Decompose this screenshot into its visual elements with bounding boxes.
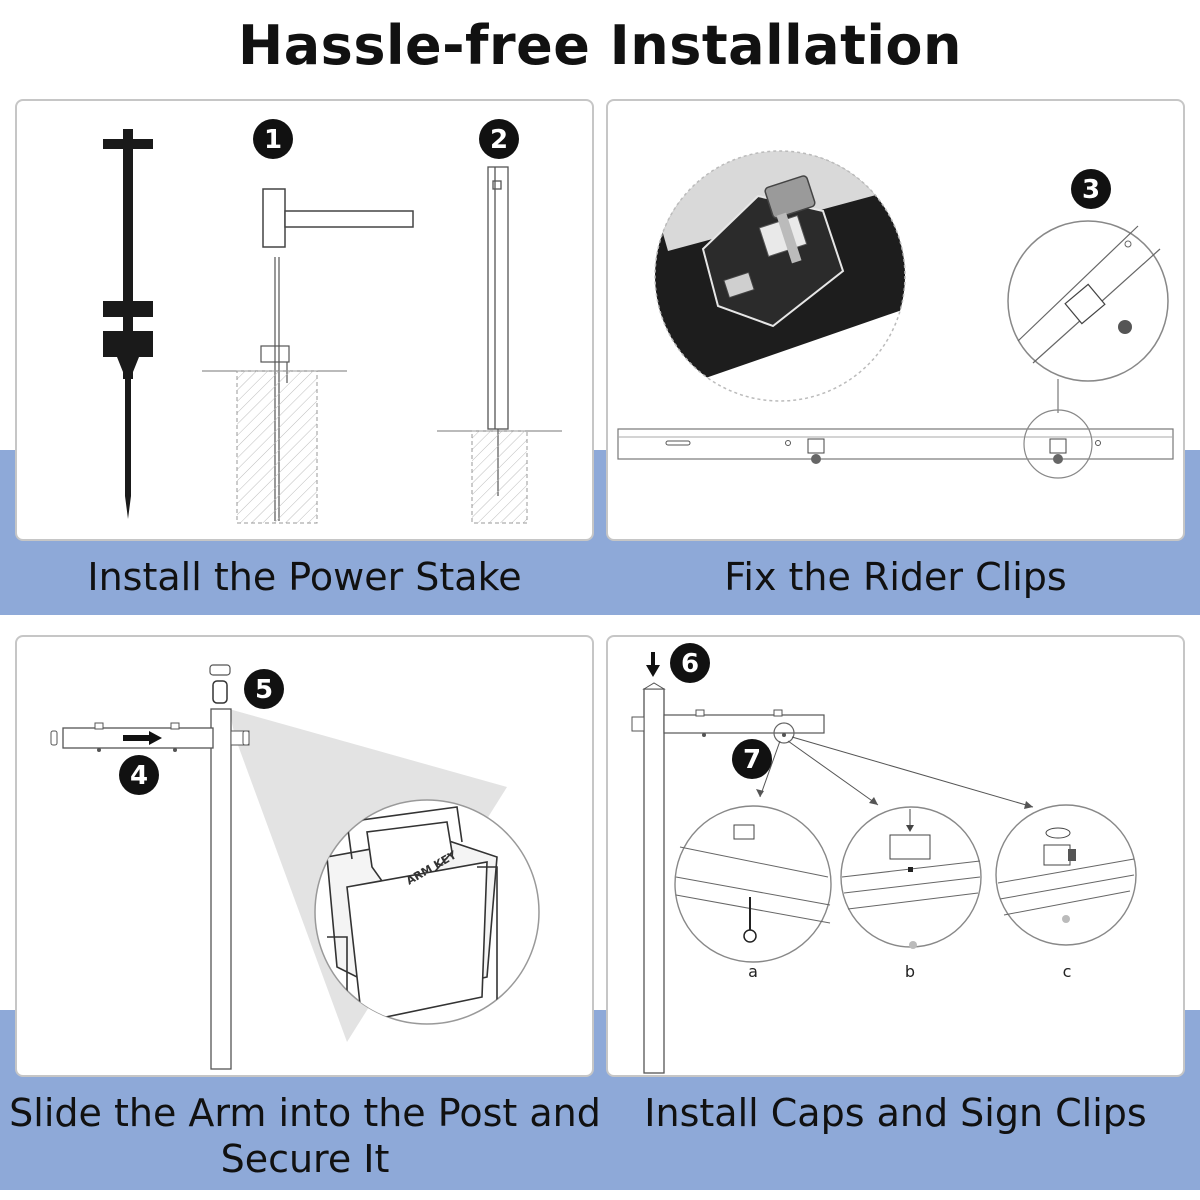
detail-label-a: a (748, 962, 758, 981)
caption-slide-arm-line1: Slide the Arm into the Post and (9, 1091, 601, 1135)
post-icon (642, 682, 666, 1074)
panel-slide-arm: 5 4 (15, 635, 594, 1077)
step-badge-5: 5 (244, 669, 284, 709)
rider-clip-detail (1007, 220, 1169, 382)
caption-slide-arm: Slide the Arm into the Post and Secure I… (0, 1090, 610, 1182)
step-badge-4: 4 (119, 755, 159, 795)
detail-label-b: b (905, 962, 915, 981)
step-badge-1: 1 (253, 119, 293, 159)
slide-arm-illustration: 5 4 (50, 664, 540, 1070)
step-badge-2: 2 (479, 119, 519, 159)
rider-clips-illustration: 3 (617, 150, 1174, 479)
arm-rail-icon (617, 428, 1174, 464)
step-number-5: 5 (255, 675, 273, 705)
post-icon (487, 166, 509, 430)
caption-power-stake: Install the Power Stake (87, 555, 522, 599)
step-number-3: 3 (1082, 175, 1100, 205)
detail-circle-c (995, 804, 1137, 946)
step-number-6: 6 (681, 649, 699, 679)
post-icon (209, 664, 232, 1070)
rider-clip-zoom (655, 151, 905, 401)
panel-caps-clips: 6 7 (606, 635, 1185, 1077)
power-stake-illustration: 1 2 (103, 119, 562, 524)
hammer-icon (262, 188, 414, 248)
detail-label-c: c (1063, 962, 1072, 981)
detail-circle-b (840, 806, 982, 949)
arm-key-zoom: ARM KEY (326, 806, 498, 1024)
detail-circle-a (674, 805, 832, 963)
panel-rider-clips: 3 (606, 99, 1185, 541)
step-number-4: 4 (130, 761, 148, 791)
step-badge-6: 6 (670, 643, 710, 683)
arrow-down-icon (646, 652, 660, 677)
arrow-right-icon (123, 731, 162, 745)
panel-power-stake: 1 2 (15, 99, 594, 541)
caption-rider-clips: Fix the Rider Clips (724, 555, 1067, 599)
step-badge-3: 3 (1071, 169, 1111, 209)
step-number-7: 7 (743, 745, 761, 775)
step-number-1: 1 (264, 125, 282, 155)
caption-slide-arm-line2: Secure It (220, 1137, 390, 1181)
step-number-2: 2 (490, 125, 508, 155)
page-title: Hassle-free Installation (238, 14, 962, 77)
arm-icon (631, 709, 825, 737)
caption-caps-clips: Install Caps and Sign Clips (644, 1091, 1147, 1135)
power-stake-icon (103, 129, 153, 519)
step-badge-7: 7 (732, 739, 772, 779)
caps-clips-illustration: 6 7 (631, 643, 1137, 1074)
